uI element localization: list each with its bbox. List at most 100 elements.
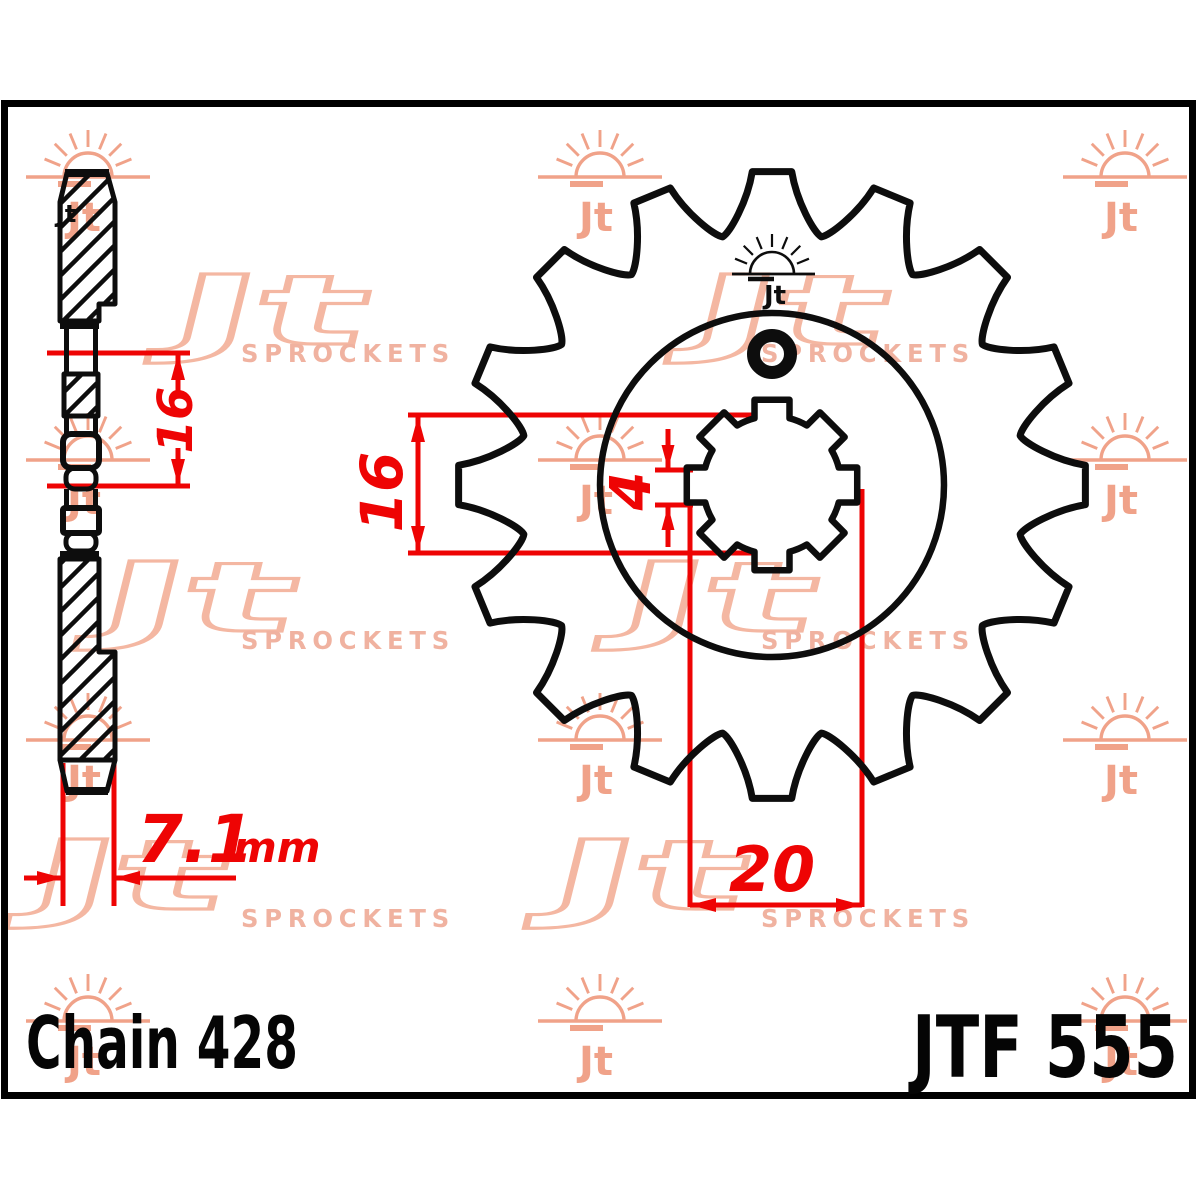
sun-ray bbox=[44, 1001, 61, 1011]
dim-side-width-unit: mm bbox=[233, 823, 321, 872]
sun-ray bbox=[115, 440, 132, 450]
watermark-sun-icon: Jt bbox=[1063, 130, 1187, 241]
sun-dome bbox=[62, 151, 114, 178]
brand-sun-ray bbox=[755, 236, 763, 250]
sun-ray bbox=[98, 416, 108, 433]
sun-jt-mark: Jt bbox=[576, 478, 613, 524]
dim-bore-flats-label: 16 bbox=[348, 452, 416, 533]
sun-dome bbox=[574, 995, 626, 1022]
sun-ray bbox=[1090, 142, 1105, 157]
brand-sun-dome bbox=[748, 250, 796, 275]
sun-ray bbox=[610, 133, 620, 150]
sun-ray bbox=[1090, 425, 1105, 440]
sun-ray bbox=[1135, 133, 1145, 150]
sun-jt-mark: Jt bbox=[64, 758, 101, 804]
sun-dome bbox=[62, 995, 114, 1022]
watermark-sun-icon: Jt bbox=[538, 130, 662, 241]
logo-letters: Jt bbox=[524, 820, 762, 931]
sun-ray bbox=[1081, 1001, 1098, 1011]
sun-jt-mark: Jt bbox=[64, 1039, 101, 1085]
sun-ray bbox=[1135, 416, 1145, 433]
sun-ray bbox=[1145, 986, 1160, 1001]
sun-jt-mark: Jt bbox=[1101, 758, 1138, 804]
sun-ray bbox=[115, 720, 132, 730]
brand-sun-ray bbox=[734, 257, 748, 265]
sun-ray bbox=[1081, 440, 1098, 450]
sun-ray bbox=[1105, 696, 1115, 713]
stamped-jt-mark: Jt bbox=[54, 200, 76, 228]
sun-dome bbox=[62, 434, 114, 461]
sun-ray bbox=[1145, 425, 1160, 440]
spline-bore bbox=[683, 396, 861, 574]
sun-ray bbox=[108, 142, 123, 157]
dimension-arrowhead bbox=[661, 445, 675, 469]
sun-ray bbox=[98, 977, 108, 994]
sun-ray bbox=[1090, 986, 1105, 1001]
chain-pin bbox=[63, 465, 99, 492]
side-view-section bbox=[61, 371, 101, 419]
dimension-arrowhead bbox=[411, 416, 425, 442]
logo-letters: Jt bbox=[144, 255, 382, 366]
watermark-sun-icon: Jt bbox=[1063, 974, 1187, 1085]
logo-subtext: SPROCKETS bbox=[241, 904, 455, 933]
watermark-sun-icon: Jt bbox=[26, 974, 150, 1085]
sun-ray bbox=[1135, 696, 1145, 713]
sun-jt-mark: Jt bbox=[1101, 478, 1138, 524]
sun-ray bbox=[580, 977, 590, 994]
sun-ray bbox=[1145, 142, 1160, 157]
sun-ray bbox=[98, 133, 108, 150]
sun-ray bbox=[620, 142, 635, 157]
chain-roller bbox=[60, 431, 102, 471]
sun-jt-mark: Jt bbox=[576, 195, 613, 241]
sun-ray bbox=[68, 977, 78, 994]
sun-ray bbox=[556, 1001, 573, 1011]
sun-ray bbox=[1145, 705, 1160, 720]
sun-ray bbox=[115, 1001, 132, 1011]
watermark-layer: JtJtJtJtJtJtJtJtJtJtJtJtJtSPROCKETSJtSPR… bbox=[2, 130, 1187, 1085]
sun-dome bbox=[1099, 714, 1151, 741]
sun-ray bbox=[1105, 133, 1115, 150]
brand-sun-ray bbox=[742, 244, 754, 256]
sun-ray bbox=[620, 425, 635, 440]
chain-size-label: Chain 428 bbox=[26, 1001, 298, 1085]
bolt-hole bbox=[747, 329, 797, 379]
logo-subtext: SPROCKETS bbox=[761, 904, 975, 933]
part-number-label: JTF 555 bbox=[908, 998, 1178, 1098]
brand-jt-mark: Jt bbox=[762, 281, 786, 311]
sun-dome bbox=[1099, 151, 1151, 178]
sun-ray bbox=[580, 416, 590, 433]
dim-groove-width-label: 4 bbox=[599, 472, 664, 512]
sprocket-front-view: Jt bbox=[455, 168, 1089, 802]
sun-ray bbox=[1105, 977, 1115, 994]
sun-ray bbox=[1152, 1001, 1169, 1011]
sun-ray bbox=[1090, 705, 1105, 720]
dimension-arrowhead bbox=[690, 898, 716, 912]
sun-ray bbox=[1081, 157, 1098, 167]
sprocket-side-view: Jt bbox=[54, 169, 118, 795]
dimension-arrowhead bbox=[171, 354, 185, 380]
watermark-sun-icon: Jt bbox=[1063, 693, 1187, 804]
sun-ray bbox=[1152, 720, 1169, 730]
gear-teeth-outline bbox=[455, 168, 1089, 802]
sun-jt-mark: Jt bbox=[576, 1039, 613, 1085]
sun-ray bbox=[53, 986, 68, 1001]
sun-dome bbox=[1099, 434, 1151, 461]
sun-ray bbox=[44, 157, 61, 167]
sun-ray bbox=[44, 440, 61, 450]
logo-letters: Jt bbox=[73, 542, 311, 653]
sun-ray bbox=[556, 720, 573, 730]
sun-ray bbox=[1105, 416, 1115, 433]
brand-sun-ray bbox=[790, 244, 802, 256]
sun-ray bbox=[108, 425, 123, 440]
sun-dome bbox=[574, 151, 626, 178]
sun-ray bbox=[620, 986, 635, 1001]
sun-ray bbox=[627, 157, 644, 167]
sun-jt-mark: Jt bbox=[576, 758, 613, 804]
hub-circle bbox=[596, 309, 948, 661]
stamped-brand-mark: Jt bbox=[732, 234, 815, 311]
